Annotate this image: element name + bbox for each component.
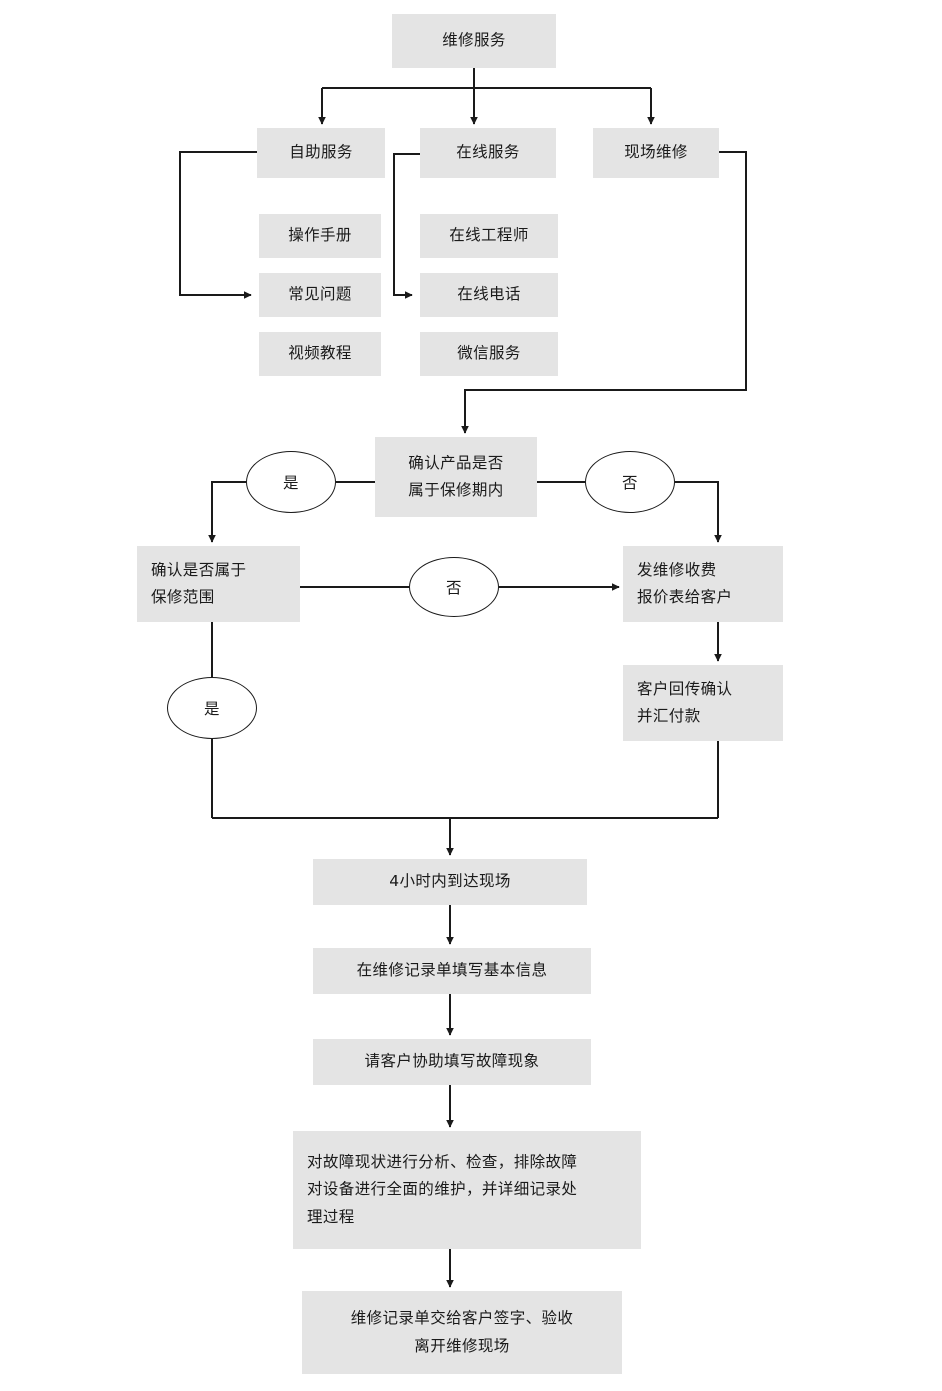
- node-label-line1: 确认产品是否: [408, 453, 504, 472]
- node-label: 在维修记录单填写基本信息: [356, 961, 548, 980]
- node-label: 现场维修: [624, 143, 688, 162]
- decision-warranty-scope-no[interactable]: 否: [409, 557, 499, 617]
- decision-warranty-period-yes[interactable]: 是: [246, 451, 336, 513]
- edge-yes-to-warranty-scope: [208, 481, 246, 543]
- node-label: 请客户协助填写故障现象: [364, 1052, 540, 1071]
- node-label-line2: 报价表给客户: [637, 588, 733, 606]
- node-label: 在线工程师: [449, 226, 529, 245]
- decision-label: 否: [622, 474, 638, 492]
- node-label: 微信服务: [457, 344, 521, 363]
- decision-label: 是: [283, 474, 299, 492]
- node-label-line1: 确认是否属于: [151, 560, 247, 579]
- node-fill-basic-info[interactable]: 在维修记录单填写基本信息: [313, 948, 591, 994]
- node-label: 常见问题: [288, 285, 352, 304]
- node-faq[interactable]: 常见问题: [259, 273, 381, 317]
- node-label-line1: 维修记录单交给客户签字、验收: [350, 1309, 574, 1328]
- node-record-signoff[interactable]: 维修记录单交给客户签字、验收 离开维修现场: [302, 1291, 622, 1374]
- node-arrive-within-4-hours[interactable]: 4小时内到达现场: [313, 859, 587, 905]
- node-label-line2: 对设备进行全面的维护，并详细记录处: [307, 1180, 578, 1199]
- node-label: 4小时内到达现场: [389, 872, 511, 891]
- node-label: 视频教程: [288, 344, 352, 363]
- node-onsite-repair[interactable]: 现场维修: [593, 128, 719, 178]
- node-repair-service[interactable]: 维修服务: [392, 14, 556, 68]
- node-customer-fill-fault[interactable]: 请客户协助填写故障现象: [313, 1039, 591, 1085]
- node-operation-manual[interactable]: 操作手册: [259, 214, 381, 258]
- node-online-engineer[interactable]: 在线工程师: [420, 214, 558, 258]
- node-label: 在线电话: [457, 285, 521, 304]
- node-label-line1: 客户回传确认: [637, 679, 733, 698]
- node-label-line1: 对故障现状进行分析、检查，排除故障: [307, 1153, 578, 1172]
- node-issue-repair-quote[interactable]: 发维修收费 报价表给客户: [623, 546, 783, 622]
- node-label: 维修服务: [442, 31, 506, 50]
- node-confirm-warranty-period[interactable]: 确认产品是否 属于保修期内: [375, 437, 537, 517]
- decision-warranty-scope-yes[interactable]: 是: [167, 677, 257, 739]
- decision-warranty-period-no[interactable]: 否: [585, 451, 675, 513]
- node-self-service[interactable]: 自助服务: [257, 128, 385, 178]
- node-label-line2: 属于保修期内: [408, 481, 504, 499]
- edge-online-service-to-online-phone: [393, 153, 420, 299]
- node-label: 操作手册: [288, 226, 352, 245]
- node-label-line2: 离开维修现场: [414, 1336, 510, 1355]
- node-customer-confirm-payment[interactable]: 客户回传确认 并汇付款: [623, 665, 783, 741]
- decision-label: 是: [204, 700, 220, 718]
- edge-self-service-to-faq: [179, 151, 257, 299]
- decision-label: 否: [446, 579, 462, 597]
- edge-no-to-issue-quote: [675, 481, 722, 543]
- node-label-line3: 理过程: [307, 1207, 355, 1226]
- node-video-tutorial[interactable]: 视频教程: [259, 332, 381, 376]
- node-analyze-and-repair[interactable]: 对故障现状进行分析、检查，排除故障 对设备进行全面的维护，并详细记录处 理过程: [293, 1131, 641, 1249]
- node-label: 自助服务: [289, 143, 353, 162]
- node-wechat-service[interactable]: 微信服务: [420, 332, 558, 376]
- node-online-phone[interactable]: 在线电话: [420, 273, 558, 317]
- node-confirm-warranty-scope[interactable]: 确认是否属于 保修范围: [137, 546, 300, 622]
- node-online-service[interactable]: 在线服务: [420, 128, 556, 178]
- node-label-line1: 发维修收费: [637, 560, 717, 579]
- node-label-line2: 保修范围: [151, 588, 215, 606]
- node-label-line2: 并汇付款: [637, 707, 701, 725]
- node-label: 在线服务: [456, 143, 520, 162]
